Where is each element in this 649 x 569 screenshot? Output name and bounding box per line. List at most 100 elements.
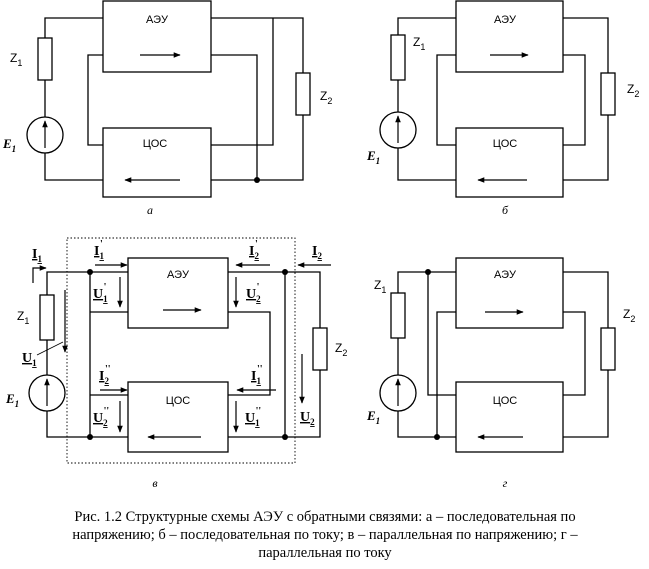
- feedback-label: ЦОС: [166, 395, 190, 407]
- feedback-box: [455, 127, 564, 198]
- caption-line: напряжению; б – последовательная по току…: [72, 527, 578, 543]
- label-sub: 1: [17, 58, 22, 68]
- amplifier-box: [455, 0, 564, 73]
- amplifier-box: [127, 257, 229, 329]
- amplifier-box: [455, 257, 564, 329]
- label-main: U: [245, 411, 255, 426]
- resistor-z2: [312, 327, 328, 371]
- e1-label: E1: [5, 391, 19, 409]
- amplifier-label: АЭУ: [167, 269, 190, 281]
- diagram-caption: а: [147, 203, 153, 217]
- label-sub: 2: [254, 251, 259, 261]
- label-sub: 2: [630, 314, 635, 324]
- resistor-z2: [295, 72, 311, 116]
- diagram-g: АЭУ ЦОС Z1 E1 Z2 г: [366, 257, 635, 490]
- z2-label: Z2: [627, 82, 639, 99]
- label-sup: ': [255, 239, 258, 250]
- amplifier-label: АЭУ: [494, 14, 517, 26]
- label-sub: 1: [376, 416, 381, 426]
- z1-label: Z1: [413, 35, 425, 52]
- label-sup: '': [256, 406, 262, 417]
- label-main: I: [249, 244, 254, 259]
- junction-dot: [434, 434, 440, 440]
- label-sub: 2: [327, 96, 332, 106]
- label-main: E: [366, 408, 376, 423]
- label-main: E: [2, 136, 12, 151]
- label-sub: 2: [342, 348, 347, 358]
- dotted-boundary: [66, 237, 296, 464]
- diagram-v: АЭУ ЦОС Z1 E1 Z2 I1 I1' I2' I2 U1' U2' U…: [5, 237, 347, 490]
- label-sub: 1: [381, 285, 386, 295]
- resistor-z2: [600, 72, 616, 116]
- junction-dot: [425, 269, 431, 275]
- i1-prime-label: I1': [94, 239, 104, 261]
- u1-leader-line: [36, 341, 64, 356]
- e1-label: E1: [366, 408, 380, 426]
- u1-double-prime-label: U1'': [245, 406, 261, 428]
- z1-label: Z1: [374, 278, 386, 295]
- label-main: Z: [374, 278, 381, 292]
- feedback-box: [127, 381, 229, 453]
- label-main: Z: [335, 341, 342, 355]
- label-main: Z: [17, 309, 24, 323]
- label-sub: 2: [103, 418, 108, 428]
- label-main: Z: [623, 307, 630, 321]
- label-sub: 2: [310, 417, 315, 427]
- label-main: U: [300, 410, 310, 425]
- i2-double-prime-label: I2'': [99, 364, 111, 386]
- label-main: Z: [627, 82, 634, 96]
- resistor-z1: [37, 37, 53, 81]
- resistor-z2: [600, 327, 616, 371]
- diagram-caption: г: [503, 476, 508, 490]
- z1-label: Z1: [10, 51, 22, 68]
- label-main: I: [32, 247, 37, 262]
- label-sub: 1: [15, 399, 20, 409]
- feedback-label: ЦОС: [493, 138, 517, 150]
- diagram-caption: б: [502, 203, 509, 217]
- resistor-z1: [390, 292, 406, 339]
- label-main: I: [99, 369, 104, 384]
- label-main: I: [312, 244, 317, 259]
- label-sup: '': [105, 364, 111, 375]
- label-sub: 1: [24, 316, 29, 326]
- u1-prime-label: U1': [93, 282, 108, 304]
- label-main: E: [366, 148, 376, 163]
- label-main: I: [251, 369, 256, 384]
- u1-label: U1: [22, 351, 37, 368]
- feedback-label: ЦОС: [493, 395, 517, 407]
- resistor-z1: [39, 294, 55, 341]
- label-sub: 1: [420, 42, 425, 52]
- u2-double-prime-label: U2'': [93, 406, 109, 428]
- label-sup: '': [104, 406, 110, 417]
- label-main: Z: [320, 89, 327, 103]
- diagram-a: АЭУ ЦОС Z1 E1 Z2 а: [2, 0, 332, 217]
- label-main: I: [94, 244, 99, 259]
- feedback-box: [455, 381, 564, 453]
- z2-label: Z2: [335, 341, 347, 358]
- label-main: Z: [10, 51, 17, 65]
- caption-line: параллельная по току: [258, 545, 392, 561]
- z1-label: Z1: [17, 309, 29, 326]
- label-sup: '': [257, 364, 263, 375]
- e1-label: E1: [366, 148, 380, 166]
- amplifier-box: [102, 0, 212, 73]
- label-sub: 1: [37, 254, 42, 264]
- label-sub: 2: [634, 89, 639, 99]
- label-sub: 2: [256, 294, 261, 304]
- diagram-b: АЭУ ЦОС Z1 E1 Z2 б: [366, 0, 639, 217]
- label-sub: 1: [376, 156, 381, 166]
- label-sup: ': [100, 239, 103, 250]
- label-main: U: [93, 287, 103, 302]
- junction-dot: [87, 269, 93, 275]
- junction-dot: [282, 269, 288, 275]
- u2-prime-label: U2': [246, 282, 261, 304]
- i2-label: I2: [312, 244, 322, 261]
- i2-prime-label: I2': [249, 239, 259, 261]
- label-sup: ': [257, 282, 260, 293]
- label-sub: 1: [255, 418, 260, 428]
- i1-label: I1: [32, 247, 42, 264]
- u2-label: U2: [300, 410, 315, 427]
- feedback-box: [102, 127, 212, 198]
- label-main: U: [93, 411, 103, 426]
